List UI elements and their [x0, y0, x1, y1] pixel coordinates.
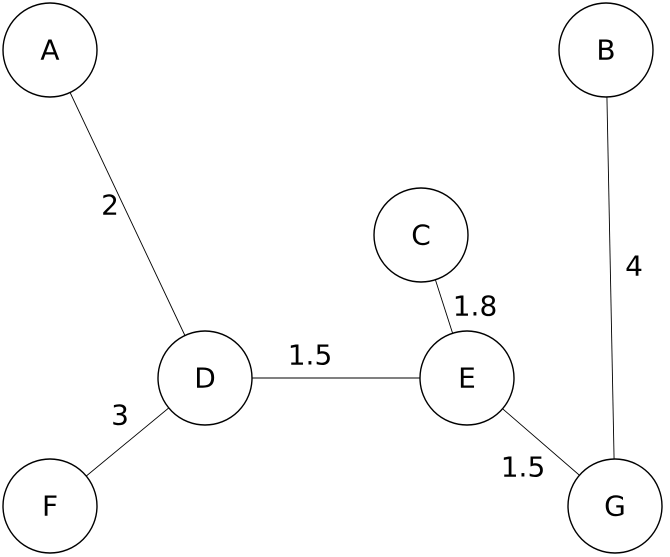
node-circle: [373, 187, 469, 283]
edge-a-d: [49, 49, 206, 379]
node-label: C: [411, 219, 431, 252]
edge-weight-a-d: 2: [101, 189, 119, 222]
node-circle: [567, 458, 663, 554]
node-e: E: [419, 330, 515, 426]
edge-b-g: [605, 49, 616, 507]
node-label: A: [40, 34, 59, 67]
node-label: G: [604, 490, 626, 523]
node-circle: [558, 2, 654, 98]
edge-weight-b-g: 4: [625, 250, 643, 283]
edges-layer: [49, 49, 616, 507]
node-b: B: [558, 2, 654, 98]
node-a: A: [2, 2, 98, 98]
node-label: E: [458, 362, 476, 395]
node-g: G: [567, 458, 663, 554]
node-label: B: [596, 34, 615, 67]
node-circle: [157, 330, 253, 426]
node-circle: [2, 458, 98, 554]
node-d: D: [157, 330, 253, 426]
weights-layer: 2 3 1.5 1.8 1.5 4: [101, 189, 643, 484]
node-circle: [2, 2, 98, 98]
edge-weight-c-e: 1.8: [453, 290, 498, 323]
node-label: F: [42, 490, 58, 523]
edge-weight-e-g: 1.5: [501, 451, 546, 484]
node-circle: [419, 330, 515, 426]
nodes-layer: A B C D E F G: [2, 2, 663, 554]
node-c: C: [373, 187, 469, 283]
edge-weight-d-e: 1.5: [288, 339, 333, 372]
node-label: D: [194, 362, 216, 395]
edge-weight-d-f: 3: [111, 399, 129, 432]
node-f: F: [2, 458, 98, 554]
